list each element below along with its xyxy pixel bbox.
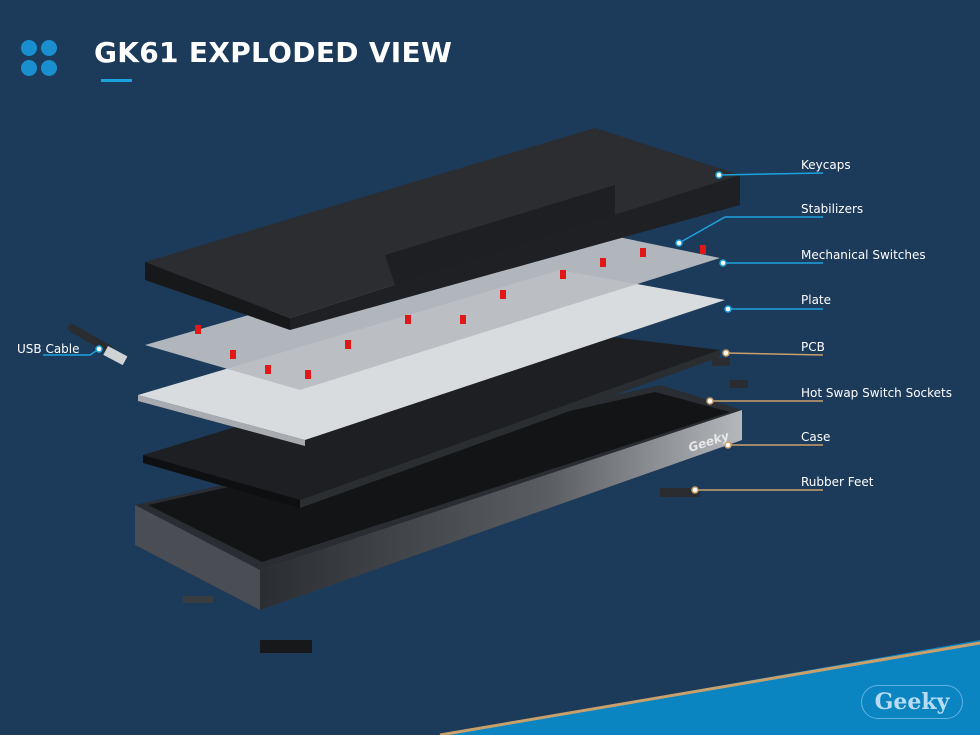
- callout-keycaps: Keycaps: [801, 158, 851, 172]
- callout-case: Case: [801, 430, 831, 444]
- footer-gold-stripe: [439, 641, 980, 735]
- switches-illustration: [145, 225, 720, 390]
- leader-dots: [95, 171, 732, 494]
- callout-pcb: PCB: [801, 340, 825, 354]
- hot-swap-socket: [730, 380, 748, 388]
- brand-logo-badge: Geeky: [861, 685, 963, 719]
- callout-plate: Plate: [801, 293, 832, 307]
- page-title: GK61 EXPLODED VIEW: [94, 36, 453, 69]
- callout-mechanical-switches: Mechanical Switches: [801, 248, 926, 262]
- usb-cable-illustration: [68, 324, 128, 366]
- rubber-foot-right: [660, 488, 700, 497]
- four-dots-grid-icon: [21, 40, 57, 76]
- callout-hot-swap-switch-sockets: Hot Swap Switch Sockets: [801, 386, 953, 400]
- title-underline: [101, 79, 132, 82]
- rubber-foot-left: [183, 596, 213, 603]
- callout-stabilizers: Stabilizers: [801, 202, 864, 216]
- hot-swap-socket: [712, 358, 730, 366]
- switch-stems: [195, 245, 706, 379]
- plate-illustration: [138, 270, 725, 446]
- callout-usb-cable: USB Cable: [17, 342, 80, 356]
- keycaps-illustration: [145, 128, 740, 330]
- pcb-illustration: [143, 330, 720, 508]
- callout-rubber-feet: Rubber Feet: [801, 475, 874, 489]
- rubber-foot-bottom: [260, 640, 312, 653]
- case-illustration: Geeky: [135, 385, 742, 610]
